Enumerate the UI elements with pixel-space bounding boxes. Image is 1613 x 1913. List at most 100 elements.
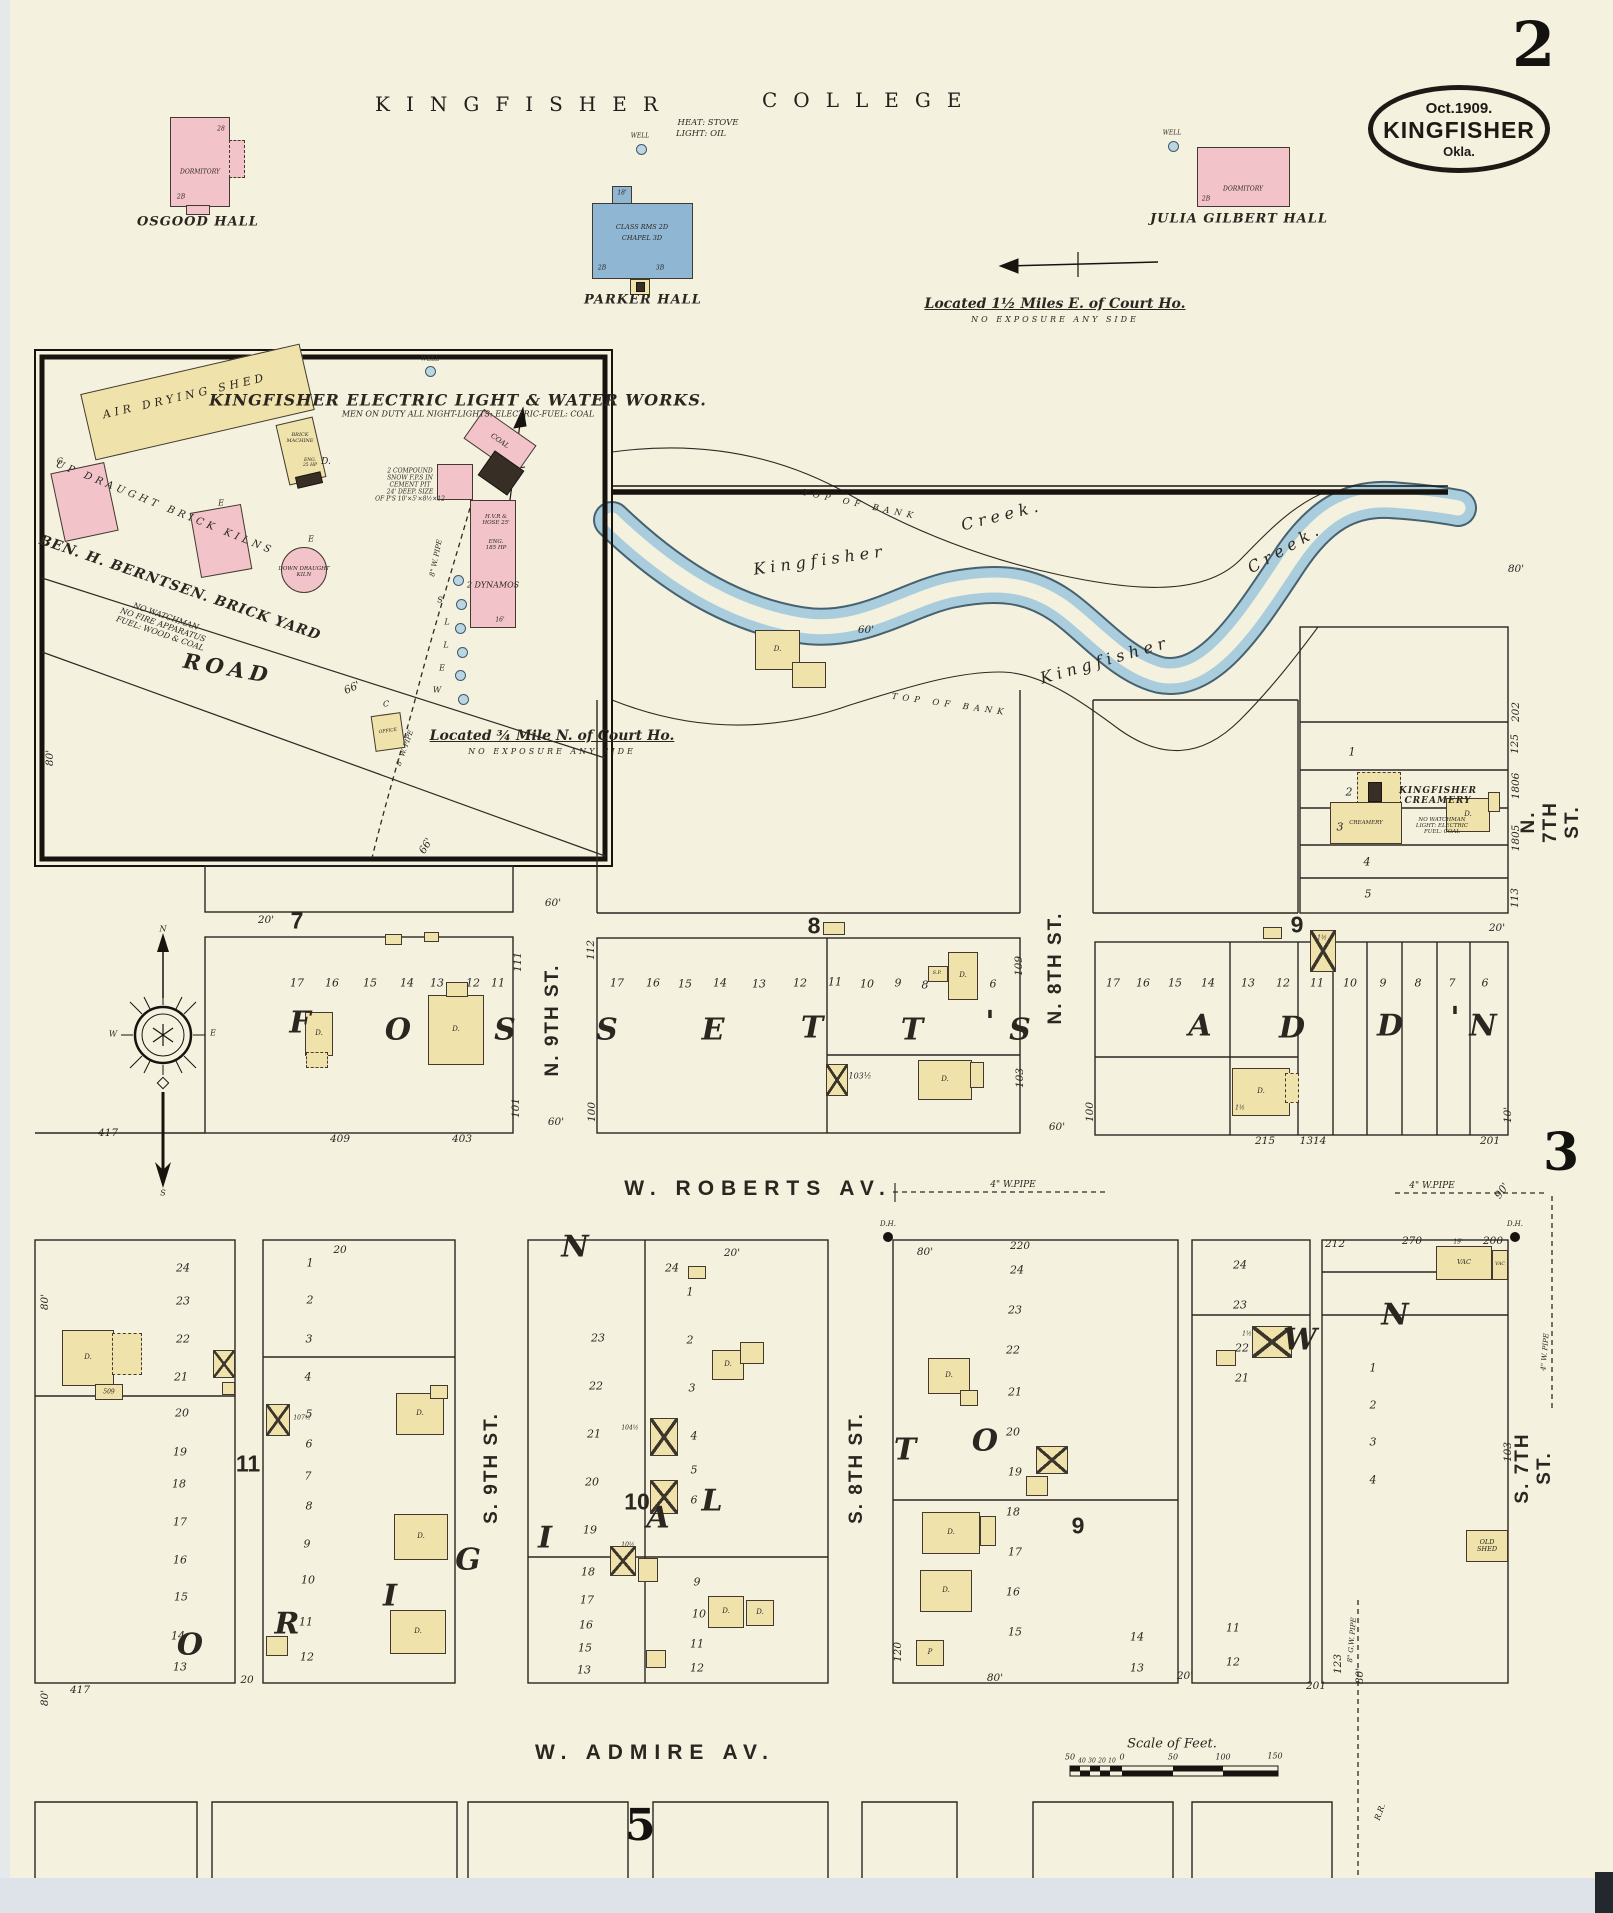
dim: 80'	[986, 1672, 1004, 1684]
street-label: S. 7TH ST.	[1512, 1432, 1555, 1504]
dim: 100	[586, 1101, 598, 1123]
power-house	[470, 500, 516, 628]
bldg-label: H.V.R & HOSE 25'	[482, 514, 510, 526]
lot-number: 6	[1481, 976, 1489, 990]
shed	[970, 1062, 984, 1088]
lot-number: 6	[989, 977, 997, 991]
lot-number: 19	[1008, 1465, 1022, 1479]
lot-number: 5	[1364, 887, 1372, 901]
scale-bar	[1069, 1765, 1279, 1777]
creamery-main: CREAMERY	[1330, 802, 1402, 844]
dim: 100	[1084, 1101, 1096, 1123]
compass-letter: N	[159, 924, 167, 934]
scale-tick: 10	[1108, 1757, 1116, 1765]
bldg-label: 1½	[1317, 934, 1327, 942]
lot-number: 18	[172, 1477, 186, 1491]
building-label: VAC	[1457, 1258, 1471, 1267]
well	[636, 144, 647, 155]
lot-number: 17	[580, 1593, 594, 1607]
lot-number: 14	[400, 976, 414, 990]
lot-number: 11	[299, 1615, 313, 1629]
dim: 113	[1509, 887, 1521, 909]
dim: 80'	[916, 1246, 934, 1258]
avenue-label: W. ROBERTS AV.	[624, 1177, 892, 1200]
store	[928, 966, 948, 982]
dim: 123	[1332, 1653, 1344, 1675]
block-number: 9	[1290, 911, 1304, 938]
well-label: WELL	[420, 355, 440, 363]
kiln-label: DOWN DRAUGHT KILN	[278, 566, 330, 578]
stable	[1310, 930, 1336, 972]
lot-number: 16	[173, 1553, 187, 1567]
building-label: VAC	[1495, 1261, 1505, 1267]
dim: 80'	[44, 749, 56, 767]
lot-number: 17	[1106, 976, 1120, 990]
shed	[95, 1384, 123, 1400]
addition-letter: T	[900, 1012, 924, 1048]
shed	[1216, 1350, 1236, 1366]
lot-number: 16	[646, 976, 660, 990]
lot-number: 14	[1201, 976, 1215, 990]
note: HEAT: STOVE	[677, 118, 739, 128]
well	[1168, 141, 1179, 152]
dim: 20'	[1176, 1670, 1194, 1682]
dim: 109	[1013, 955, 1025, 977]
shed	[385, 934, 402, 945]
lot-number: 17	[1008, 1545, 1022, 1559]
lot-number: 13	[752, 977, 766, 991]
lot-number: 12	[690, 1661, 704, 1675]
badge-date: Oct.1909.	[1425, 99, 1493, 117]
building-label: D.	[84, 1353, 92, 1362]
direction-arrow	[998, 252, 1159, 277]
dim: 60'	[544, 897, 562, 909]
addition-letter: F	[289, 1005, 311, 1041]
water-pipes	[371, 507, 1553, 1876]
bldg-label: CLASS RMS 2D	[615, 223, 669, 231]
lot-number: 15	[174, 1590, 188, 1604]
dwelling: D.	[394, 1514, 448, 1560]
lot-number: 8	[1414, 976, 1422, 990]
building-label: P	[927, 1648, 933, 1657]
vacant-store: VAC	[1436, 1246, 1492, 1280]
osgood-annex	[229, 140, 245, 178]
lot-number: 16	[1006, 1585, 1020, 1599]
bldg-label: 1½	[1235, 1104, 1245, 1112]
shed	[646, 1650, 666, 1668]
road-lines	[41, 577, 606, 857]
lot-number: 17	[290, 976, 304, 990]
dim: 20'	[257, 914, 275, 926]
note: 2 COMPOUND SNOW F.P.S IN CEMENT PIT 24' …	[375, 467, 445, 503]
bldg-label: D.	[321, 457, 331, 467]
addition-letter: D	[1376, 1008, 1404, 1044]
block-number: 11	[235, 1450, 261, 1477]
town-letter: A	[646, 1500, 670, 1536]
lot-number: 20	[585, 1475, 599, 1489]
shed	[222, 1382, 235, 1395]
lot-number: 23	[1233, 1298, 1247, 1312]
lot-number: 9	[894, 976, 902, 990]
shed	[446, 982, 468, 997]
block-number: 9	[1071, 1512, 1085, 1539]
lot-number: 10	[301, 1573, 315, 1587]
lot-number: 18	[1006, 1505, 1020, 1519]
dim: 417	[97, 1127, 119, 1139]
town-letter: N	[561, 1229, 589, 1265]
dwelling: D.	[1446, 798, 1490, 832]
addr-number: 409	[329, 1133, 351, 1145]
street-label: N. 7TH ST.	[1518, 801, 1583, 843]
lot-number: 4	[1363, 855, 1371, 869]
bldg-letter: C	[382, 699, 390, 709]
lot-number: 2	[1369, 1398, 1377, 1412]
creamery-title: KINGFISHER CREAMERY	[1399, 786, 1477, 806]
addition-letter: O	[384, 1012, 412, 1048]
lot-number: 8	[921, 978, 929, 992]
bldg-label: ENG. 25 HP	[302, 458, 318, 468]
lot-number: 11	[1310, 976, 1324, 990]
building-label: D.	[724, 1360, 732, 1369]
addition-letter: '	[1450, 1000, 1460, 1036]
shed	[980, 1516, 996, 1546]
dim: 103	[1014, 1067, 1026, 1089]
dim: 80'	[1507, 563, 1525, 575]
dwelling: D.	[1232, 1068, 1290, 1116]
lot-number: 18	[581, 1565, 595, 1579]
